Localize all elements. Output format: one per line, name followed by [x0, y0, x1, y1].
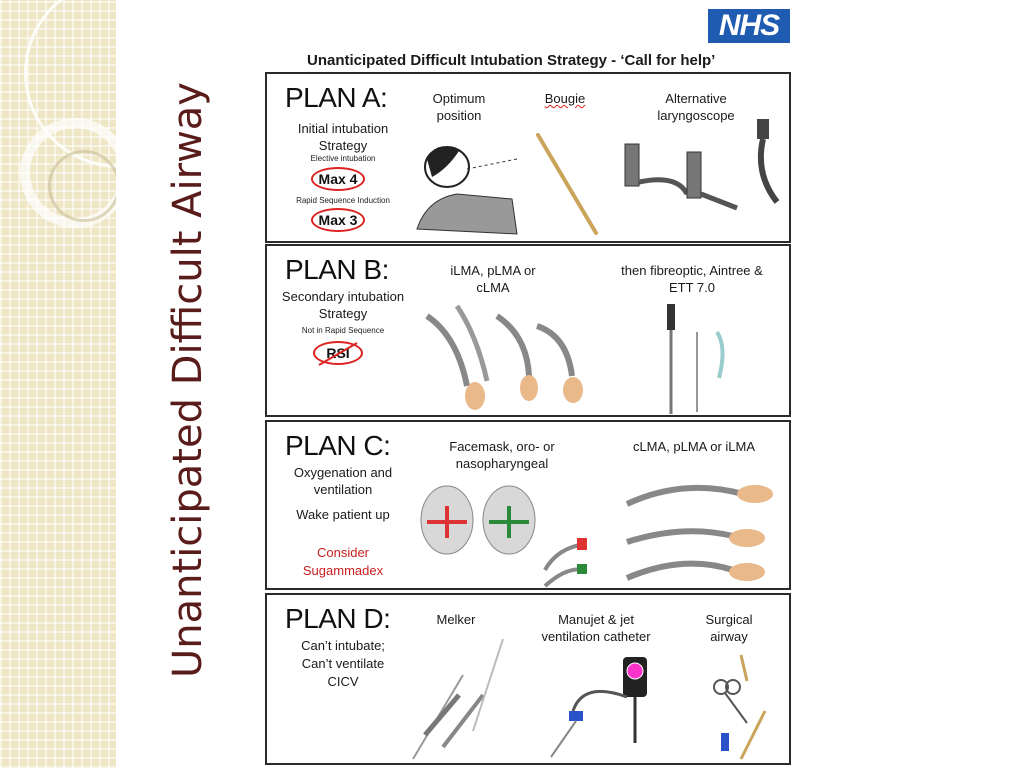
bougie-illustration	[536, 133, 598, 235]
plan-heading: PLAN D:	[285, 603, 391, 634]
laryngoscope-illustration	[624, 119, 780, 211]
plan-heading: PLAN A:	[285, 82, 388, 113]
bougie-label: Bougie	[544, 91, 586, 106]
facemask-label: Facemask, oro- or nasopharyngeal	[449, 439, 555, 471]
melker-kit-illustration	[412, 638, 504, 760]
plan-description: Strategy	[318, 306, 368, 321]
plan-a-panel: PLAN A: Initial intubation Strategy Elec…	[265, 72, 791, 243]
plan-note: Rapid Sequence Induction	[296, 196, 390, 205]
crossed-out-icon	[318, 342, 358, 366]
plan-description: Strategy	[318, 138, 368, 153]
plan-description: Can’t intubate;	[301, 638, 385, 653]
lma-label: iLMA, pLMA or cLMA	[450, 263, 536, 295]
plan-description: Initial intubation	[297, 121, 389, 136]
manujet-label: Manujet & jet ventilation catheter	[541, 612, 651, 644]
plan-description: Can’t ventilate	[301, 656, 385, 671]
plan-description: CICV	[327, 674, 359, 689]
fibreoptic-illustration	[667, 304, 725, 414]
lma-devices-illustration	[425, 304, 583, 410]
decorative-side-band	[0, 0, 116, 768]
plan-description: Secondary intubation	[281, 289, 405, 304]
nhs-logo: NHS	[708, 9, 790, 43]
plan-note: Elective intubation	[310, 154, 376, 163]
slide-title: Unanticipated Difficult Airway	[165, 82, 211, 678]
plan-heading: PLAN B:	[285, 254, 389, 285]
consider-note: Consider	[316, 545, 370, 560]
max-attempts-badge: Max 4	[311, 167, 365, 191]
decorative-ring	[48, 150, 116, 222]
manujet-illustration	[550, 657, 647, 758]
facemask-airways-illustration	[420, 485, 587, 588]
optimum-position-label: Optimum position	[432, 91, 486, 123]
plan-d-panel: PLAN D: Can’t intubate; Can’t ventilate …	[265, 593, 791, 765]
clma-devices-illustration	[625, 484, 773, 581]
melker-label: Melker	[436, 612, 476, 627]
surgical-airway-label: Surgical airway	[705, 612, 753, 644]
consider-note: Sugammadex	[302, 563, 384, 578]
clma-label: cLMA, pLMA or iLMA	[632, 439, 756, 454]
plan-description: Wake patient up	[296, 507, 390, 522]
fibreoptic-label: then fibreoptic, Aintree & ETT 7.0	[621, 263, 763, 295]
surgical-airway-illustration	[713, 654, 767, 760]
plan-b-panel: PLAN B: Secondary intubation Strategy No…	[265, 244, 791, 417]
patient-position-illustration	[416, 146, 518, 235]
alternative-laryngoscope-label: Alternative laryngoscope	[657, 91, 735, 123]
plan-note: Not in Rapid Sequence	[301, 326, 385, 335]
plan-description: ventilation	[313, 482, 373, 497]
plan-heading: PLAN C:	[285, 430, 391, 461]
strategy-title: Unanticipated Difficult Intubation Strat…	[307, 52, 716, 69]
max-attempts-badge: Max 3	[311, 208, 365, 232]
plan-c-panel: PLAN C: Oxygenation and ventilation Wake…	[265, 420, 791, 590]
plan-description: Oxygenation and	[293, 465, 393, 480]
decorative-ring	[20, 118, 116, 228]
